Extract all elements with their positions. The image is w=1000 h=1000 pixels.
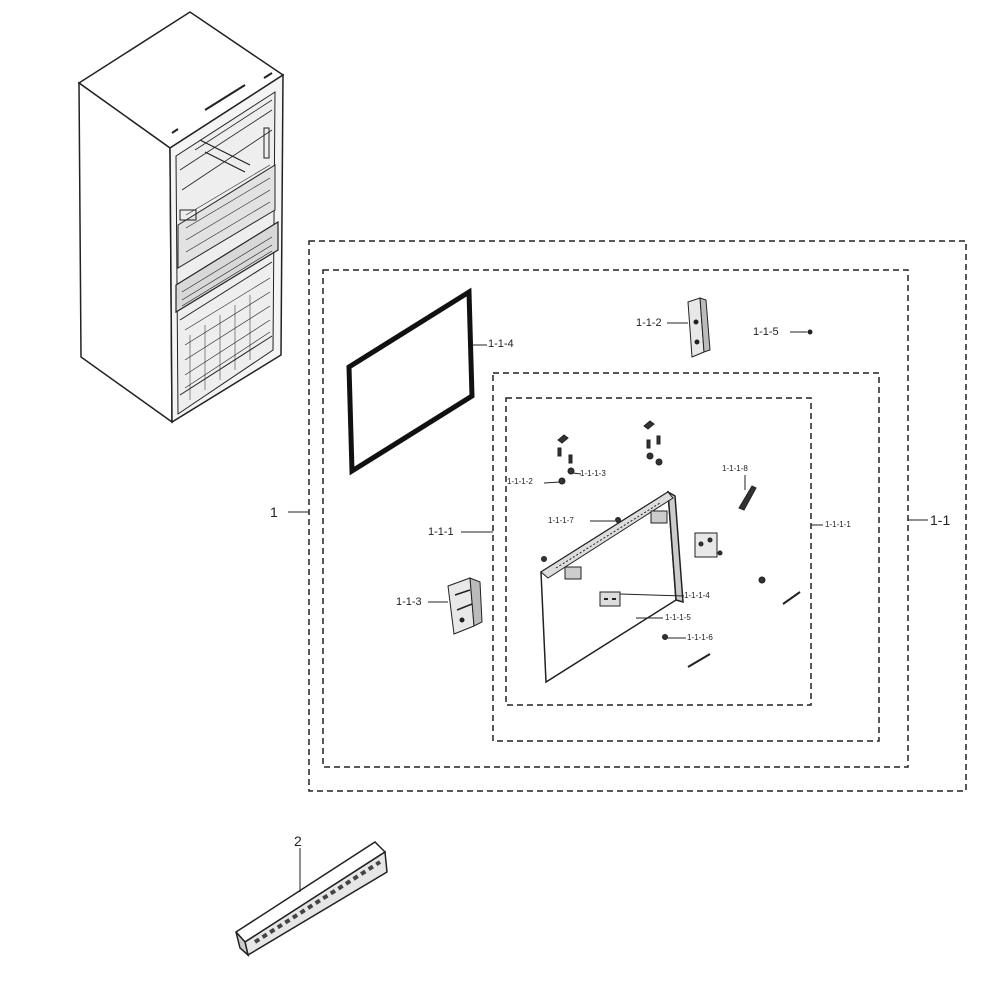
label-part-1-1-4: 1-1-4 — [488, 338, 514, 350]
label-part-2: 2 — [294, 833, 302, 849]
door-hardware — [541, 420, 801, 668]
group-box-1-1-1-1 — [505, 397, 812, 706]
label-part-1-1-1-1: 1-1-1-1 — [825, 520, 851, 529]
hinge-upper-part — [687, 297, 711, 358]
label-part-1-1-1-8: 1-1-1-8 — [722, 464, 748, 473]
group-box-1-1-1 — [492, 372, 880, 742]
label-part-1-1-1-2: 1-1-1-2 — [507, 477, 533, 486]
label-part-1: 1 — [270, 504, 278, 520]
label-part-1-1-2: 1-1-2 — [636, 317, 662, 329]
label-part-1-1-1-3: 1-1-1-3 — [580, 469, 606, 478]
door-panel-part — [540, 490, 684, 684]
gasket-part — [346, 287, 475, 476]
door-bin-part — [234, 841, 388, 958]
label-part-1-1-1-7: 1-1-1-7 — [548, 516, 574, 525]
label-part-1-1-1-5: 1-1-1-5 — [665, 613, 691, 622]
hinge-lower-part — [447, 577, 483, 635]
label-part-1-1-3: 1-1-3 — [396, 596, 422, 608]
group-box-1 — [308, 240, 967, 792]
screw-part — [807, 329, 813, 335]
label-part-1-1-5: 1-1-5 — [753, 326, 779, 338]
label-part-1-1-1: 1-1-1 — [428, 526, 454, 538]
group-box-1-1 — [322, 269, 909, 768]
refrigerator-cabinet — [77, 11, 285, 424]
label-part-1-1: 1-1 — [930, 512, 951, 528]
group-boxes — [308, 240, 967, 792]
leader-lines — [288, 322, 928, 892]
label-part-1-1-1-6: 1-1-1-6 — [687, 633, 713, 642]
label-part-1-1-1-4: 1-1-1-4 — [684, 591, 710, 600]
